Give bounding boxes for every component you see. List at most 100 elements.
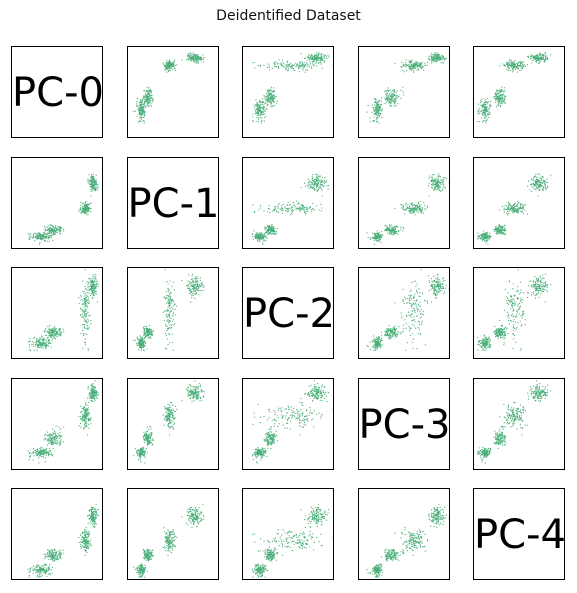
scatter-point: [543, 54, 545, 56]
scatter-point: [513, 61, 515, 63]
scatter-point: [383, 102, 386, 105]
scatter-point: [257, 234, 259, 236]
scatter-point: [395, 94, 397, 96]
scatter-point: [429, 179, 431, 181]
scatter-point: [387, 94, 390, 96]
scatter-cell-PC-0-vs-PC-2: [242, 46, 334, 138]
scatter-point: [433, 178, 436, 180]
scatter-point: [482, 109, 484, 111]
scatter-point: [55, 224, 57, 227]
scatter-point: [497, 89, 499, 91]
scatter-point: [389, 102, 392, 104]
scatter-point: [273, 94, 275, 96]
scatter-point: [273, 91, 275, 93]
scatter-point: [485, 109, 487, 111]
scatter-point: [83, 309, 85, 312]
scatter-point: [261, 102, 264, 104]
scatter-point: [138, 111, 140, 114]
scatter-point: [312, 180, 315, 182]
scatter-point: [140, 116, 143, 119]
scatter-point: [532, 56, 534, 58]
scatter-point: [313, 184, 315, 186]
scatter-point: [49, 324, 51, 327]
scatter-point: [535, 184, 537, 186]
scatter-point: [406, 64, 408, 66]
scatter-point: [277, 67, 279, 69]
scatter-point: [141, 111, 143, 113]
scatter-point: [28, 238, 30, 240]
scatter-point: [520, 67, 523, 69]
scatter-point: [270, 105, 272, 108]
scatter-point: [90, 180, 92, 183]
scatter-point: [410, 69, 412, 71]
scatter-point: [272, 99, 275, 101]
scatter-point: [48, 229, 50, 231]
scatter-point: [170, 63, 172, 65]
scatter-point: [267, 207, 270, 209]
scatter-point: [59, 225, 61, 228]
scatter-point: [523, 63, 525, 66]
scatter-point: [383, 97, 386, 99]
scatter-point: [142, 96, 144, 98]
scatter-point: [417, 68, 419, 70]
scatter-point: [278, 202, 280, 204]
scatter-point: [268, 204, 270, 206]
scatter-point: [393, 232, 395, 234]
scatter-point: [269, 231, 271, 233]
scatter-point: [86, 299, 88, 302]
scatter-point: [436, 184, 438, 186]
scatter-point: [405, 208, 407, 210]
scatter-point: [512, 211, 514, 213]
scatter-point: [391, 229, 393, 231]
scatter-point: [37, 233, 39, 235]
scatter-point: [139, 112, 141, 114]
scatter-point: [380, 241, 382, 243]
scatter-point: [40, 344, 42, 346]
scatter-point: [83, 314, 86, 316]
scatter-point: [95, 290, 97, 293]
scatter-point: [366, 105, 369, 107]
scatter-point: [431, 173, 433, 175]
scatter-point: [259, 105, 261, 107]
scatter-point: [498, 229, 500, 231]
scatter-point: [316, 184, 319, 186]
scatter-point: [501, 228, 504, 230]
scatter-point: [55, 334, 57, 336]
scatter-point: [296, 200, 298, 202]
scatter-point: [494, 230, 496, 232]
scatter-point: [263, 95, 265, 97]
scatter-point: [304, 63, 307, 66]
scatter-point: [437, 174, 440, 176]
scatter-point: [437, 185, 439, 187]
scatter-point: [200, 283, 202, 286]
scatter-point: [501, 232, 503, 235]
scatter-point: [516, 207, 519, 209]
scatter-point: [494, 97, 496, 100]
scatter-point: [171, 333, 173, 335]
scatter-point: [291, 209, 293, 211]
scatter-point: [376, 234, 378, 236]
scatter-point: [386, 228, 388, 230]
scatter-point: [375, 103, 377, 105]
scatter-point: [191, 56, 193, 58]
scatter-point: [83, 290, 85, 293]
scatter-point: [45, 229, 47, 231]
scatter-point: [390, 223, 392, 226]
scatter-point: [308, 183, 310, 186]
scatter-point: [495, 99, 497, 101]
scatter-point: [262, 113, 264, 115]
scatter-point: [48, 330, 50, 333]
scatter-point: [378, 114, 380, 116]
scatter-point: [141, 109, 143, 111]
scatter-point: [47, 339, 49, 342]
scatter-point: [379, 236, 381, 238]
scatter-point: [90, 285, 92, 288]
scatter-point: [252, 238, 254, 240]
scatter-point: [390, 226, 392, 229]
scatter-point: [487, 101, 490, 103]
scatter-point: [309, 184, 312, 187]
scatter-point: [390, 97, 392, 99]
scatter-point: [508, 208, 510, 210]
scatter-point: [318, 179, 320, 182]
scatter-point: [376, 120, 378, 122]
